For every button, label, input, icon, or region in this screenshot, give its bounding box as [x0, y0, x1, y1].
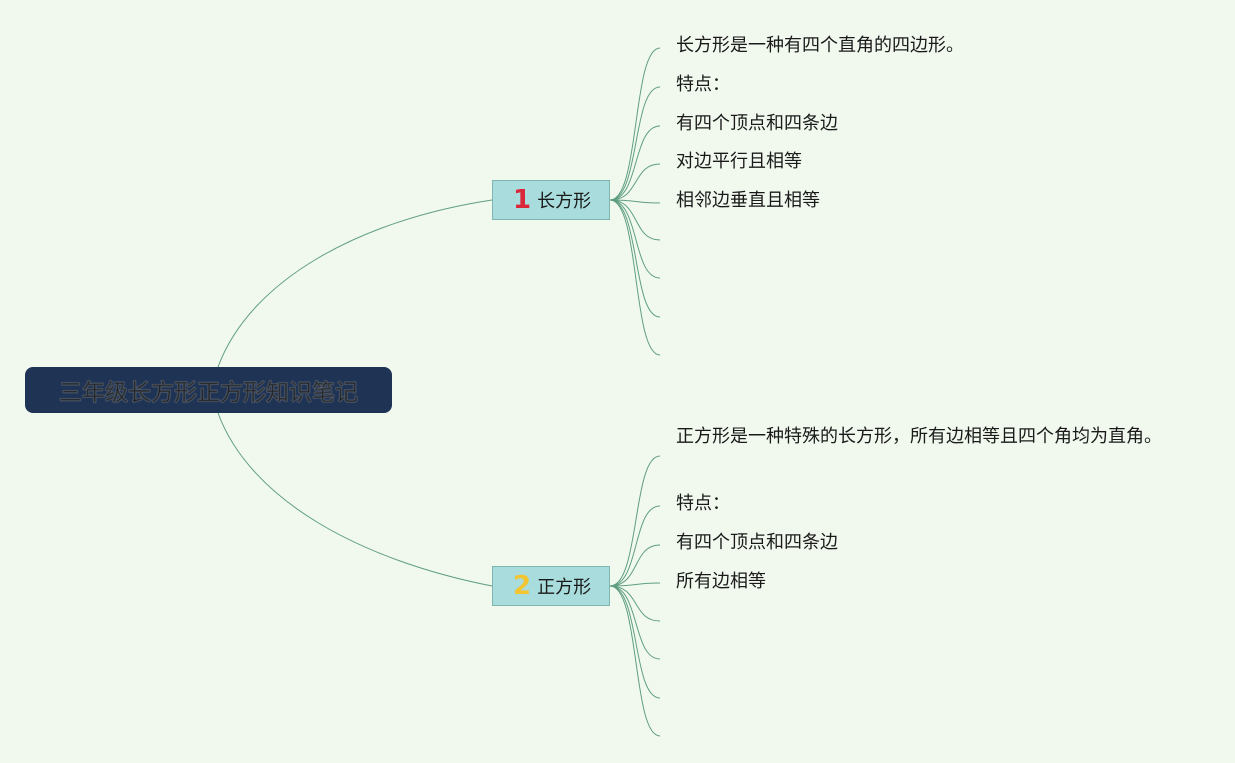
connector-branch-1-leaf-3: [609, 125, 661, 201]
root-topic[interactable]: 三年级长方形正方形知识笔记: [25, 367, 392, 413]
connector-branch-1-leaf-6: [609, 199, 661, 241]
branch-number-1: 1: [513, 185, 532, 215]
connector-branch-1-leaf-9: [609, 199, 661, 356]
leaf-square-features[interactable]: 特点：: [676, 493, 730, 514]
connector-branch-2-leaf-2: [609, 505, 661, 587]
connector-branch-1-leaf-2: [609, 86, 661, 201]
connector-branch-1-leaf-8: [609, 199, 661, 318]
leaf-rect-opposite-sides[interactable]: 对边平行且相等: [676, 151, 802, 172]
connector-branch-1-leaf-4: [609, 163, 661, 201]
connector-branch-2-leaf-1: [609, 455, 661, 587]
connector-branch-2-leaf-7: [609, 585, 661, 699]
leaf-square-definition[interactable]: 正方形是一种特殊的长方形，所有边相等且四个角均为直角。: [676, 426, 1162, 447]
branch-label-rectangle: 长方形: [537, 191, 592, 212]
connector-branch-2-leaf-8: [609, 585, 661, 737]
connector-branch-1-leaf-1: [609, 47, 661, 201]
branch-square[interactable]: 2 正方形: [492, 566, 610, 606]
connector-branch-2-leaf-3: [609, 544, 661, 587]
connector-branch-1-leaf-7: [609, 199, 661, 279]
branch-number-2: 2: [513, 571, 532, 601]
connector-branch-1-leaf-5: [609, 199, 661, 204]
leaf-rect-features[interactable]: 特点：: [676, 74, 730, 95]
connector-root-branch-2: [217, 412, 493, 587]
connector-branch-2-leaf-6: [609, 585, 661, 660]
root-title: 三年级长方形正方形知识笔记: [59, 380, 358, 406]
connector-branch-2-leaf-5: [609, 585, 661, 622]
connector-branch-2-leaf-4: [609, 582, 661, 587]
leaf-square-equal-sides[interactable]: 所有边相等: [676, 571, 766, 592]
leaf-rect-definition[interactable]: 长方形是一种有四个直角的四边形。: [676, 35, 964, 56]
leaf-rect-adjacent-sides[interactable]: 相邻边垂直且相等: [676, 190, 820, 211]
leaf-square-vertices[interactable]: 有四个顶点和四条边: [676, 532, 838, 553]
branch-label-square: 正方形: [537, 577, 592, 598]
connector-root-branch-1: [217, 199, 493, 368]
leaf-rect-vertices[interactable]: 有四个顶点和四条边: [676, 113, 838, 134]
branch-rectangle[interactable]: 1 长方形: [492, 180, 610, 220]
